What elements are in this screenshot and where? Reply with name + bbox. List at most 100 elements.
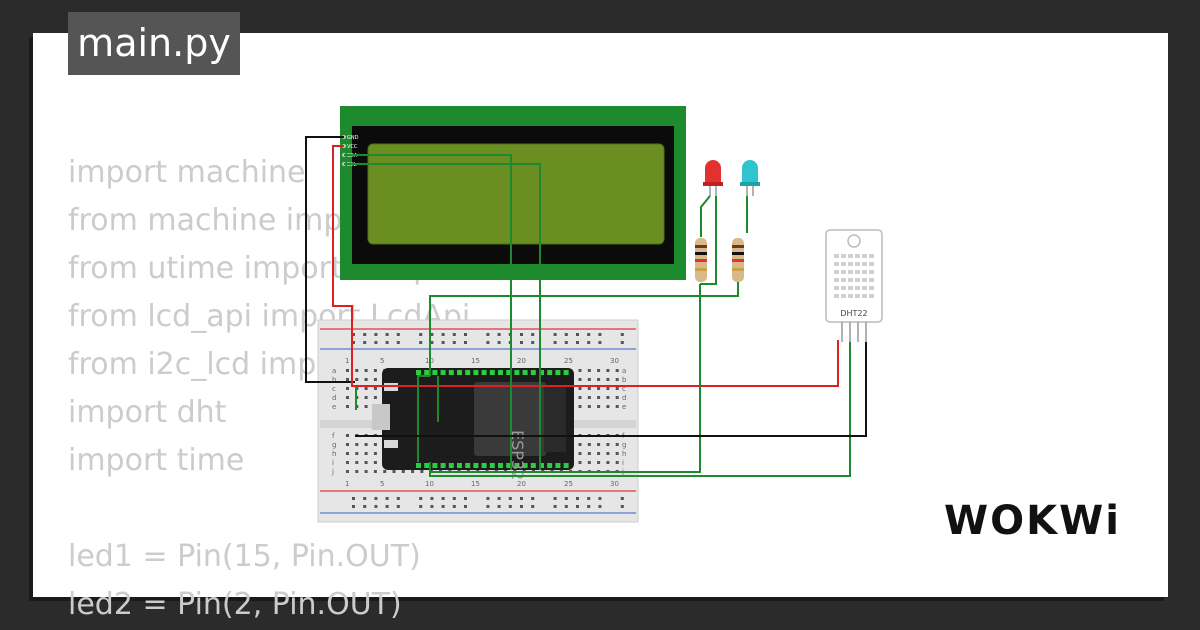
lcd-module[interactable]: GND VCC SDA SCL	[340, 106, 686, 280]
breadboard-hole	[576, 333, 579, 336]
breadboard-hole	[578, 396, 582, 399]
breadboard-hole	[355, 452, 359, 455]
esp32-pin	[522, 370, 528, 375]
dht22-vent	[848, 270, 853, 274]
wire-green	[344, 154, 512, 470]
row-letter: e	[332, 403, 336, 411]
breadboard-hole	[346, 378, 349, 381]
breadboard-hole	[508, 505, 512, 508]
breadboard-hole	[497, 497, 501, 500]
resistor[interactable]	[695, 238, 707, 282]
breadboard-hole	[373, 443, 377, 446]
breadboard-hole	[441, 497, 445, 500]
breadboard-hole	[346, 396, 349, 399]
breadboard-hole	[576, 497, 579, 500]
dht22-vent	[869, 254, 874, 258]
breadboard-hole	[531, 505, 535, 508]
breadboard-hole	[441, 333, 445, 336]
breadboard-hole	[346, 405, 349, 408]
code-line: led2 = Pin(2, Pin.OUT)	[68, 587, 402, 622]
breadboard-hole	[587, 387, 591, 390]
esp32-pin	[555, 463, 561, 468]
breadboard-hole	[346, 443, 349, 446]
breadboard-hole	[420, 470, 424, 473]
breadboard-hole	[364, 369, 368, 372]
breadboard-hole	[578, 443, 582, 446]
breadboard-hole	[598, 505, 602, 508]
breadboard-hole	[346, 461, 349, 464]
breadboard-hole	[385, 497, 389, 500]
row-letter: a	[332, 367, 336, 375]
dht22-vent	[855, 294, 860, 298]
esp32-pin	[416, 463, 421, 468]
dht22-vent	[834, 278, 839, 282]
breadboard-hole	[615, 405, 619, 408]
esp32-pin	[448, 463, 454, 468]
esp32-pin	[473, 370, 479, 375]
dht22-vent	[834, 294, 839, 298]
breadboard-hole	[578, 369, 582, 372]
esp32-pin	[498, 463, 503, 468]
row-letter: g	[332, 441, 336, 449]
esp32-pin	[465, 370, 471, 375]
esp32-pin	[514, 370, 520, 375]
breadboard-hole	[620, 497, 624, 500]
breadboard-hole	[597, 405, 601, 408]
code-line: import dht	[68, 395, 227, 430]
breadboard-hole	[430, 505, 434, 508]
breadboard-hole	[597, 396, 601, 399]
breadboard-hole	[364, 461, 368, 464]
resistor[interactable]	[732, 238, 744, 282]
wire-red	[332, 145, 839, 387]
breadboard-hole	[396, 497, 400, 500]
dht22-vent	[862, 262, 867, 266]
row-letter: e	[622, 403, 626, 411]
breadboard-hole	[392, 470, 396, 473]
breadboard-hole	[553, 333, 557, 336]
led-cyan[interactable]	[740, 160, 760, 196]
breadboard-hole	[587, 452, 591, 455]
breadboard-hole	[531, 497, 535, 500]
esp32-pin	[424, 463, 430, 468]
dht22-vent	[855, 254, 860, 258]
breadboard-hole	[355, 378, 359, 381]
breadboard-hole	[587, 378, 591, 381]
breadboard-hole	[564, 333, 568, 336]
dht22-sensor[interactable]: DHT22	[825, 229, 883, 342]
breadboard-hole	[587, 497, 591, 500]
led-red[interactable]	[703, 160, 723, 196]
breadboard-hole	[606, 443, 610, 446]
esp32-pin	[465, 463, 471, 468]
dht22-vent	[862, 286, 867, 290]
row-letter: f	[332, 432, 335, 440]
breadboard-hole	[620, 341, 624, 344]
breadboard-hole	[385, 333, 389, 336]
col-number: 10	[425, 480, 434, 488]
esp32-pin	[457, 463, 462, 468]
breadboard-hole	[620, 505, 624, 508]
breadboard-hole	[396, 333, 400, 336]
breadboard-hole	[419, 505, 423, 508]
row-letter: c	[622, 385, 626, 393]
lcd-pin-label: GND	[347, 135, 359, 141]
file-tab[interactable]: main.py	[68, 12, 240, 75]
breadboard-hole	[352, 333, 355, 336]
breadboard-hole	[441, 505, 445, 508]
dht22-vent	[841, 286, 846, 290]
breadboard-hole	[373, 470, 377, 473]
breadboard-hole	[486, 505, 490, 508]
col-number: 15	[471, 480, 480, 488]
breadboard-hole	[452, 333, 456, 336]
dht22-vent	[862, 254, 867, 258]
col-number: 1	[345, 357, 349, 365]
dht22-vent	[869, 270, 874, 274]
esp32-pin	[506, 463, 512, 468]
col-number: 30	[610, 480, 619, 488]
breadboard-hole	[597, 461, 601, 464]
breadboard-hole	[464, 333, 467, 336]
esp32-board[interactable]: ESP32	[372, 368, 574, 480]
breadboard-hole	[606, 452, 610, 455]
breadboard-hole	[615, 461, 619, 464]
row-letter: i	[332, 459, 334, 467]
esp32-pin	[539, 370, 544, 375]
